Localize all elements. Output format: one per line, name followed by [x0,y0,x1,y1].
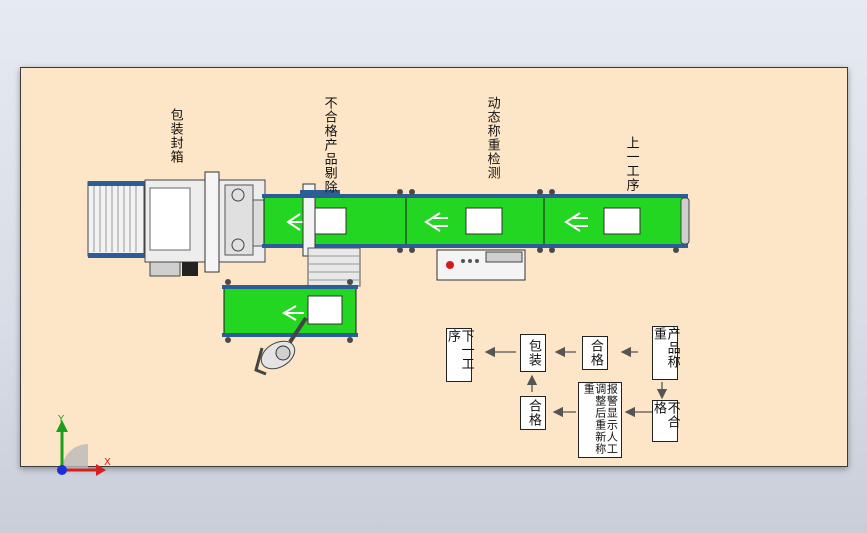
flow-qualified-top: 合格 [582,336,608,370]
reject-conveyor [222,279,358,343]
flowchart-arrows [484,346,668,418]
label-reject: 不合格产品剔除 [321,96,337,194]
control-panel [436,249,526,281]
label-weighing: 动态称重检测 [484,96,500,180]
flow-packing: 包装 [520,334,546,372]
flow-alarm: 报警显示人工调整后重新称重 [578,382,622,458]
flow-qualified-bottom: 合格 [520,396,546,430]
label-packing: 包装封箱 [167,108,183,164]
axis-x-label: X [104,457,111,468]
main-conveyor [262,189,690,253]
axis-y-label: Y [58,414,65,425]
flow-product-weighing: 产品称重 [651,326,680,380]
axis-triad [56,420,106,476]
flow-next-process: 下一工序 [445,328,474,382]
reject-device [300,183,361,287]
flow-unqualified: 不合格 [651,400,680,442]
operator-figure [254,316,308,376]
packing-machine [87,171,274,277]
label-upstream: 上一工序 [623,136,639,192]
